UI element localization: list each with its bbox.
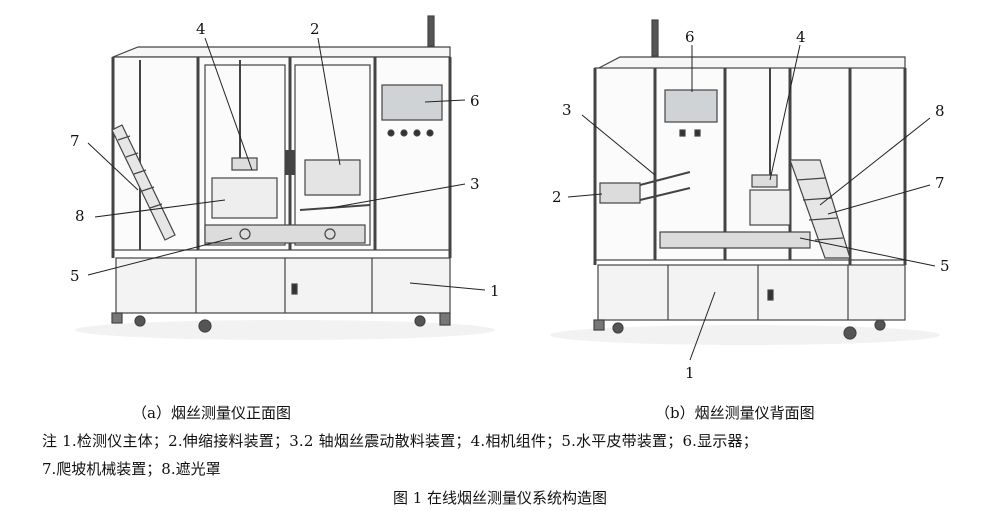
callout-label: 4 [796,28,806,46]
panel-a-machine [75,15,495,340]
legend-note-line-2: 7.爬坡机械装置；8.遮光罩 [42,460,221,478]
panel-a-leaders [87,37,486,291]
panel-b-caption: （b）烟丝测量仪背面图 [655,404,815,422]
panel-a-callout-labels: 4 2 6 7 3 8 5 1 [70,20,500,300]
callout-label: 7 [70,132,80,150]
figure-title: 图 1 在线烟丝测量仪系统构造图 [392,489,608,507]
callout-label: 3 [562,101,572,119]
callout-label: 7 [935,174,945,192]
panel-b-callout-labels: 6 4 3 8 2 7 5 1 [552,28,950,382]
legend-note-line-1: 注 1.检测仪主体；2.伸缩接料装置；3.2 轴烟丝震动散料装置；4.相机组件；… [42,432,758,450]
callout-label: 6 [685,28,695,46]
callout-label: 8 [935,102,945,120]
figure-drawings: 4 2 6 7 3 8 5 1 [70,15,950,382]
callout-label: 2 [552,188,562,206]
callout-label: 5 [940,257,950,275]
callout-label: 3 [470,175,480,193]
callout-label: 2 [310,20,320,38]
panel-b-leaders [567,44,936,361]
panel-b-machine [550,19,940,345]
callout-label: 6 [470,92,480,110]
panel-a-caption: （a）烟丝测量仪正面图 [132,404,291,422]
callout-label: 8 [75,207,85,225]
display-screen [381,84,443,121]
callout-label: 1 [685,364,695,382]
callout-label: 4 [196,20,206,38]
callout-label: 1 [490,282,500,300]
callout-label: 5 [70,267,80,285]
